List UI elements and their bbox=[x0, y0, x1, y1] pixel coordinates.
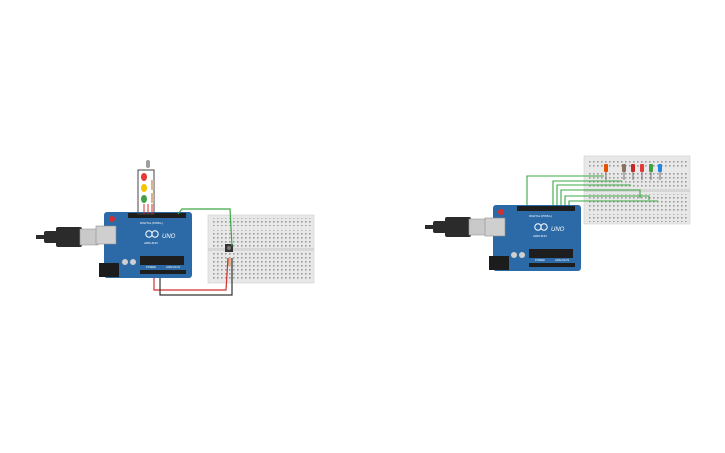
usb-port bbox=[95, 225, 117, 245]
usb-port bbox=[484, 217, 506, 237]
usb-cable-right[interactable] bbox=[425, 217, 488, 237]
microcontroller-chip bbox=[529, 249, 573, 258]
usb-cable-left[interactable] bbox=[36, 227, 99, 247]
led-green[interactable] bbox=[141, 195, 147, 203]
power-analog-header bbox=[140, 270, 186, 274]
header-label: DIGITAL (PWM~) bbox=[529, 214, 552, 218]
power-label: POWER bbox=[146, 265, 156, 269]
brand-label: ARDUINO bbox=[144, 241, 159, 245]
led-1[interactable] bbox=[604, 164, 608, 172]
wires-right[interactable] bbox=[526, 175, 658, 205]
led-5[interactable] bbox=[649, 164, 653, 172]
breadboard-left[interactable] bbox=[207, 214, 315, 284]
circuit-right[interactable]: DIGITAL (PWM~) UNO ARDUINO POWER ANALOG … bbox=[425, 155, 691, 271]
model-label: UNO bbox=[551, 227, 565, 233]
circuit-left[interactable]: DIGITAL (PWM~) UNO ARDUINO POWER ANALOG … bbox=[36, 160, 315, 296]
capacitor bbox=[519, 252, 525, 258]
capacitor bbox=[122, 259, 128, 265]
wire-signal[interactable] bbox=[552, 180, 622, 205]
wire-signal[interactable] bbox=[564, 195, 650, 205]
digital-header bbox=[128, 213, 186, 218]
digital-header bbox=[517, 206, 575, 211]
led-4[interactable] bbox=[640, 164, 644, 172]
arduino-logo bbox=[145, 230, 159, 238]
wire-signal[interactable] bbox=[568, 200, 658, 205]
led-2[interactable] bbox=[622, 164, 626, 172]
analog-label: ANALOG IN bbox=[555, 258, 569, 262]
wire-signal[interactable] bbox=[177, 208, 233, 247]
reset-button[interactable] bbox=[498, 209, 504, 215]
model-label: UNO bbox=[162, 234, 176, 240]
arduino-board-left[interactable]: DIGITAL (PWM~) UNO ARDUINO POWER ANALOG … bbox=[95, 212, 192, 278]
led-3[interactable] bbox=[631, 164, 635, 172]
power-jack bbox=[99, 263, 119, 277]
led-6[interactable] bbox=[658, 164, 662, 172]
arduino-board-right[interactable]: DIGITAL (PWM~) UNO ARDUINO POWER ANALOG … bbox=[484, 205, 581, 271]
reset-button[interactable] bbox=[109, 216, 115, 222]
brand-label: ARDUINO bbox=[533, 234, 548, 238]
wire-power[interactable] bbox=[153, 257, 229, 291]
analog-label: ANALOG IN bbox=[166, 265, 180, 269]
wire-signal[interactable] bbox=[526, 175, 604, 205]
resistor[interactable] bbox=[151, 180, 154, 190]
power-jack bbox=[489, 256, 509, 270]
led-yellow[interactable] bbox=[141, 184, 147, 192]
power-label: POWER bbox=[535, 258, 545, 262]
resistor[interactable] bbox=[151, 193, 154, 203]
wire-signal[interactable] bbox=[556, 184, 631, 205]
arduino-logo bbox=[534, 223, 548, 231]
led-row-right[interactable] bbox=[604, 164, 662, 180]
capacitor bbox=[130, 259, 136, 265]
led-red[interactable] bbox=[141, 173, 147, 181]
power-analog-header bbox=[529, 263, 575, 267]
led-module-left[interactable] bbox=[137, 160, 155, 215]
wire-ground[interactable] bbox=[159, 258, 233, 296]
wire-signal[interactable] bbox=[560, 189, 641, 205]
microcontroller-chip bbox=[140, 256, 184, 265]
resistor[interactable] bbox=[227, 258, 231, 266]
wires-left[interactable] bbox=[153, 208, 233, 296]
header-label: DIGITAL (PWM~) bbox=[140, 221, 163, 225]
pushbutton-left[interactable] bbox=[225, 244, 233, 266]
capacitor bbox=[511, 252, 517, 258]
